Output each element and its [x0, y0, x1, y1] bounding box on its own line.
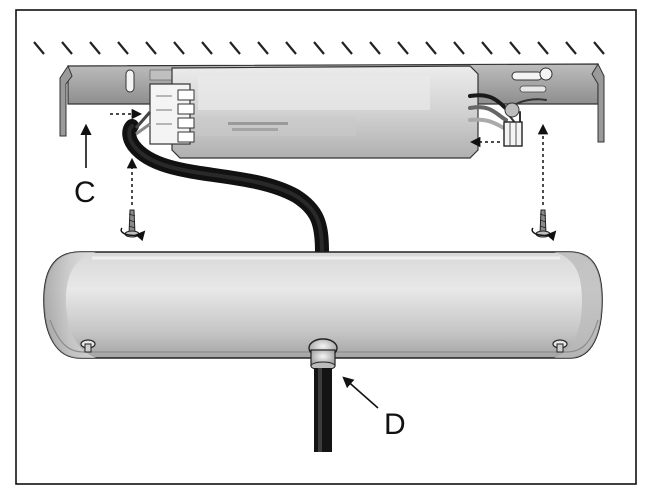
wire-connector [503, 102, 523, 147]
rotate-arrow-icon [120, 227, 557, 242]
callout-label-d: D [384, 408, 406, 441]
canopy-screw-left-icon [80, 339, 96, 353]
canopy-housing [43, 251, 603, 359]
cable-gland-icon [308, 338, 338, 371]
screw-icon [124, 209, 551, 238]
supply-cable [314, 368, 332, 452]
callout-d-arrow [342, 376, 379, 409]
led-driver [171, 65, 479, 159]
callout-label-c: C [74, 176, 96, 209]
ceiling-hatch [33, 41, 605, 55]
canopy-screw-right-icon [552, 339, 568, 353]
terminal-block-connector [149, 83, 195, 145]
dashed-arrow-icon [110, 108, 549, 205]
power-cable [122, 111, 329, 259]
